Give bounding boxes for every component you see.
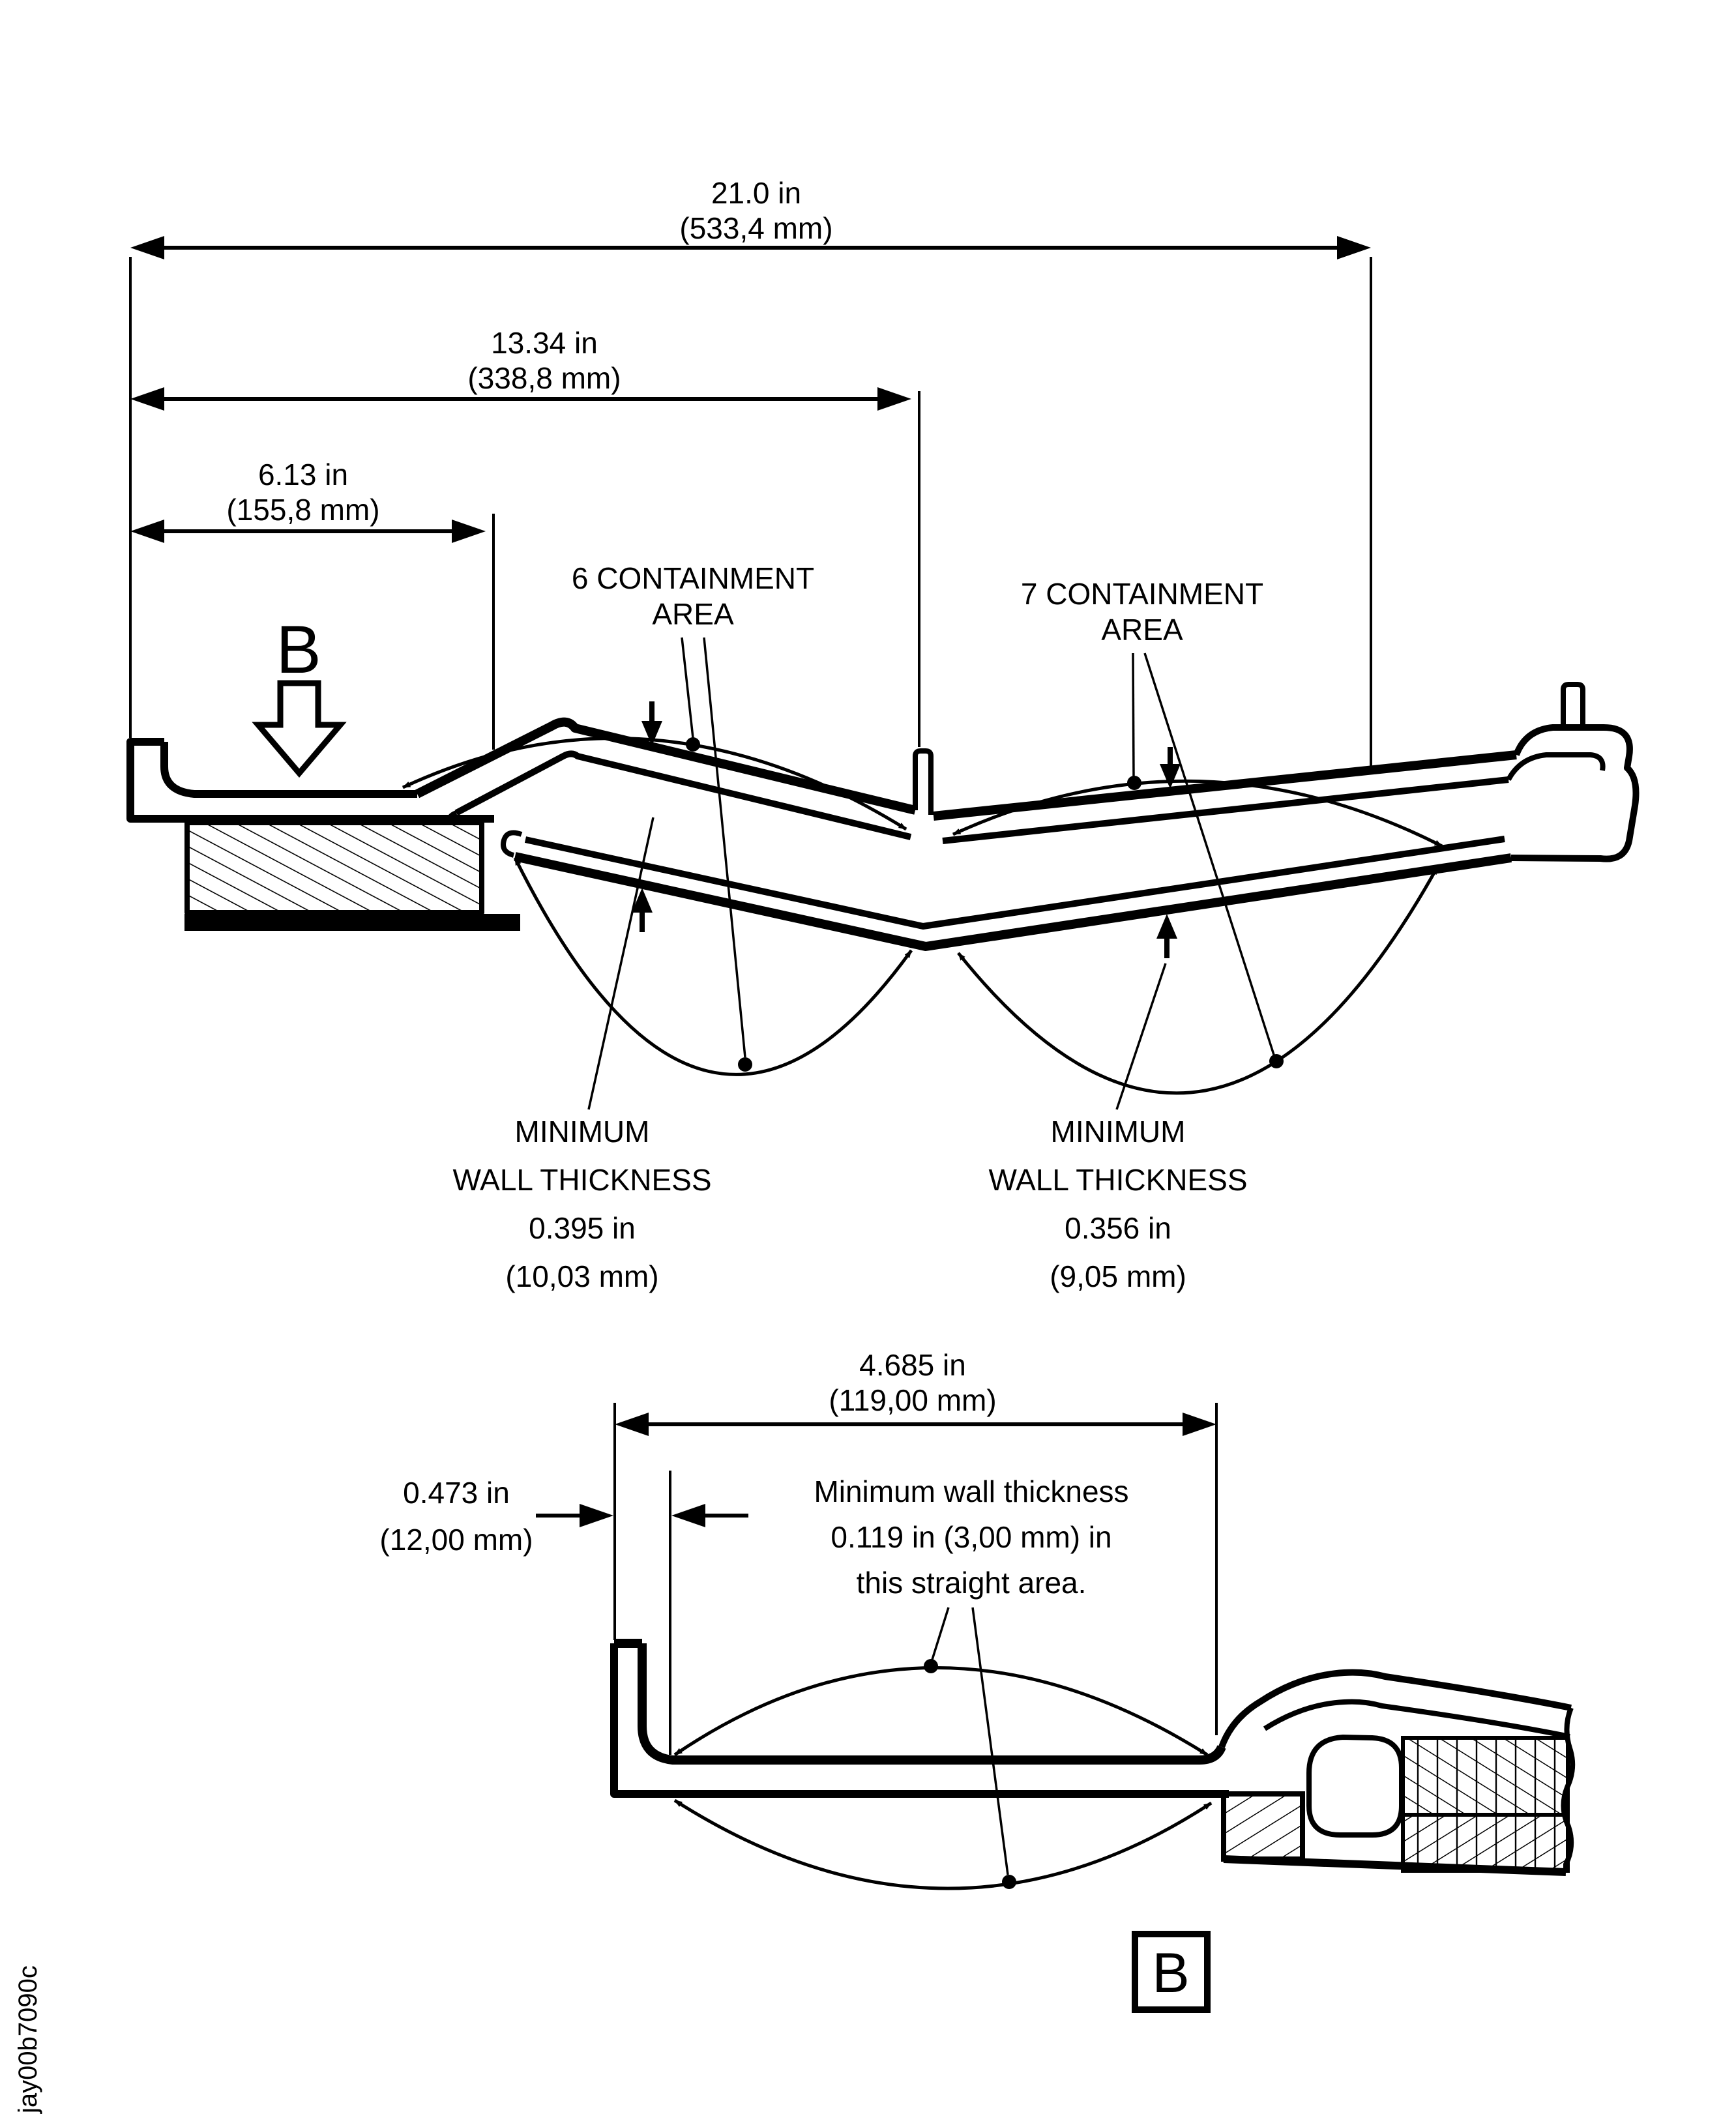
dim-detail-line2: (119,00 mm): [829, 1383, 996, 1417]
upper-wall-1-bottom: [454, 750, 912, 840]
dim-offset-line2: (12,00 mm): [379, 1523, 533, 1557]
sweep-7-upper-arc: [952, 779, 1443, 848]
channel-inner-face: [638, 1643, 1226, 1765]
view-label-frame: [1132, 1931, 1211, 2013]
dimension-detail-offset: 0.473 in (12,00 mm): [379, 1476, 748, 1557]
pan-outer-wall: [126, 738, 494, 823]
view-label-letter: B: [1152, 1942, 1189, 2004]
thickness-arrows: [632, 701, 1181, 958]
dimension-total-width: 21.0 in (533,4 mm): [130, 176, 1371, 259]
containment-6-line2: AREA: [652, 597, 734, 631]
dim-left-line1: 6.13 in: [258, 458, 348, 491]
pan-inner-floor: [160, 742, 417, 798]
channel-outer-face: [610, 1643, 1229, 1798]
min-wall-1-line2: WALL THICKNESS: [452, 1163, 711, 1197]
dim-left-arrow-left: [130, 520, 164, 543]
dimension-mid-width: 13.34 in (338,8 mm): [130, 326, 911, 411]
middle-stud: [913, 748, 934, 815]
right-stud: [1561, 682, 1585, 727]
containment-7-leader-1: [1132, 653, 1135, 778]
dim-mid-arrow-right: [877, 387, 911, 411]
mating-top-outline: [1218, 1669, 1572, 1748]
min-wall-1-label: MINIMUM WALL THICKNESS 0.395 in (10,03 m…: [452, 817, 712, 1293]
min-wall-2-leader: [1115, 963, 1167, 1110]
containment-sweeps: [402, 737, 1443, 1095]
containment-6-dot-2: [738, 1057, 752, 1072]
mating-hatch-band-lower-vert: [1403, 1815, 1568, 1871]
detail-lower-arc: [673, 1798, 1213, 1890]
dim-left-arrow-right: [452, 520, 486, 543]
sweep-6-lower-arc: [513, 857, 913, 1076]
min-wall-1-line3: 0.395 in: [529, 1211, 636, 1245]
right-hook-outer: [1510, 724, 1640, 862]
dim-mid-line1: 13.34 in: [491, 326, 598, 360]
view-label-box: B: [1132, 1931, 1211, 2013]
pan-gasket-hatched: [184, 820, 484, 915]
mating-hatch-band-upper-vert: [1403, 1738, 1568, 1815]
dim-detail-arrow-left: [615, 1413, 649, 1436]
dim-mid-arrow-left: [130, 387, 164, 411]
containment-6-leader-1: [681, 637, 694, 739]
containment-6-line1: 6 CONTAINMENT: [572, 561, 814, 595]
thickness-1-up-head: [632, 888, 653, 913]
view-arrow-b: B: [252, 612, 347, 778]
containment-7-leader-2: [1143, 653, 1275, 1055]
right-end: [1506, 682, 1640, 862]
lower-wall-curl: [501, 830, 523, 858]
dim-mid-line2: (338,8 mm): [467, 361, 621, 395]
min-wall-2-line2: WALL THICKNESS: [988, 1163, 1247, 1197]
dim-total-line1: 21.0 in: [711, 176, 801, 210]
dim-total-arrow-right: [1337, 236, 1371, 259]
right-hook-inner: [1506, 752, 1606, 781]
dim-offset-arrow-left: [580, 1504, 613, 1527]
mating-pocket: [1306, 1734, 1404, 1838]
min-wall-2-label: MINIMUM WALL THICKNESS 0.356 in (9,05 mm…: [988, 963, 1248, 1293]
mating-block-hatched: [1221, 1791, 1305, 1862]
min-wall-2-line3: 0.356 in: [1065, 1211, 1171, 1245]
detail-note-dot-1: [924, 1659, 938, 1673]
min-wall-1-line4: (10,03 mm): [505, 1259, 658, 1293]
dim-total-line2: (533,4 mm): [679, 211, 832, 245]
min-wall-2-line4: (9,05 mm): [1050, 1259, 1186, 1293]
detail-note-line2: 0.119 in (3,00 mm) in: [831, 1520, 1111, 1554]
containment-6-label: 6 CONTAINMENT AREA: [572, 561, 814, 1072]
dim-detail-line1: 4.685 in: [859, 1348, 966, 1382]
min-wall-1-leader: [587, 817, 655, 1110]
detail-note-line3: this straight area.: [857, 1566, 1087, 1600]
thickness-2-up-head: [1156, 914, 1177, 939]
detail-sweeps: [673, 1666, 1213, 1890]
dim-detail-arrow-right: [1183, 1413, 1216, 1436]
containment-6-leader-2: [703, 637, 746, 1058]
mating-part: [1218, 1669, 1576, 1876]
pan-section: [126, 738, 520, 931]
detail-note: Minimum wall thickness 0.119 in (3,00 mm…: [814, 1474, 1129, 1889]
upper-wall-2: [933, 750, 1517, 844]
view-arrow-b-label: B: [276, 612, 321, 688]
detail-upper-arc: [673, 1666, 1209, 1757]
dimension-left-width: 6.13 in (155,8 mm): [130, 458, 486, 543]
detail-note-line1: Minimum wall thickness: [814, 1474, 1128, 1508]
min-wall-2-line1: MINIMUM: [1051, 1115, 1186, 1149]
pan-base-plate: [184, 914, 520, 931]
upper-wall-1-top: [415, 717, 917, 815]
min-wall-1-line1: MINIMUM: [515, 1115, 650, 1149]
dimension-detail-width: 4.685 in (119,00 mm): [613, 1348, 1218, 1755]
thickness-2-down-head: [1160, 764, 1181, 789]
dim-offset-arrow-right: [671, 1504, 705, 1527]
containment-7-label: 7 CONTAINMENT AREA: [1021, 577, 1284, 1068]
dim-left-line2: (155,8 mm): [226, 493, 379, 527]
containment-7-line2: AREA: [1101, 613, 1183, 647]
sweep-7-lower-arc: [957, 866, 1439, 1095]
thickness-1-down-head: [641, 721, 662, 746]
dim-offset-line1: 0.473 in: [403, 1476, 510, 1510]
mating-inner-top-line: [1263, 1699, 1570, 1739]
dim-total-arrow-left: [130, 236, 164, 259]
view-direction-arrow-icon: [252, 680, 347, 778]
detail-note-leader-1: [931, 1607, 950, 1660]
detail-channel: [610, 1639, 1229, 1798]
lower-wall: [501, 830, 1512, 951]
detail-note-leader-2: [971, 1607, 1009, 1875]
containment-7-line1: 7 CONTAINMENT: [1021, 577, 1263, 611]
artifact-code: jay00b7090c: [14, 1965, 42, 2114]
